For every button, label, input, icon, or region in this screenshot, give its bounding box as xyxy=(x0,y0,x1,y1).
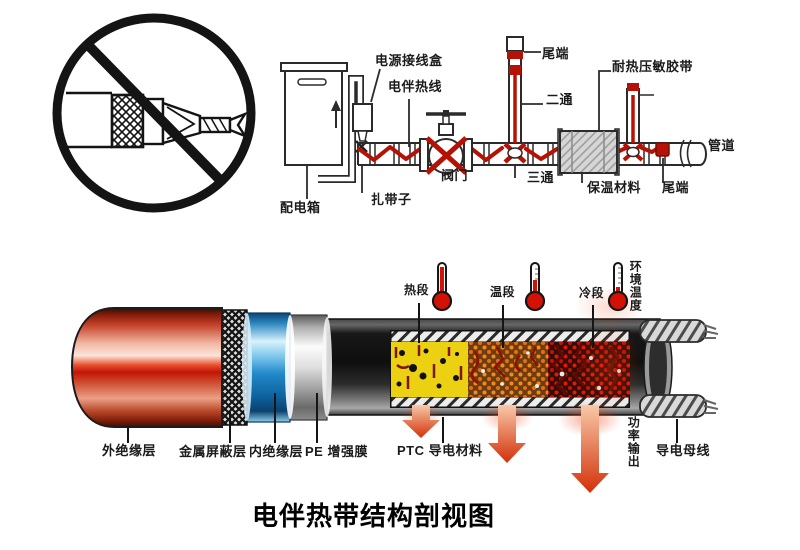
piping-leader-lines xyxy=(361,51,664,193)
label-warm-section: 温段 xyxy=(490,285,516,299)
tail-end-fitting xyxy=(655,142,670,157)
label-metal-shield: 金属屏蔽层 xyxy=(179,444,247,459)
label-pipe: 管道 xyxy=(708,138,736,153)
arrow-small xyxy=(402,405,440,438)
arrow-large xyxy=(571,405,609,493)
label-inner-insulation: 内绝缘层 xyxy=(249,444,304,459)
label-pe-film: PE 增强膜 xyxy=(305,444,368,459)
label-three-way: 三通 xyxy=(527,170,555,185)
prohibition-sign xyxy=(52,13,256,213)
label-hot-section: 热段 xyxy=(404,283,430,297)
label-heat-resistant-tape: 耐热压敏胶带 xyxy=(612,59,694,74)
label-valve: 阀门 xyxy=(441,168,469,183)
label-busbar: 导电母线 xyxy=(656,443,711,458)
riser-short xyxy=(622,83,654,162)
label-power-output: 功率输出 xyxy=(626,416,641,468)
label-two-way: 二通 xyxy=(546,92,574,107)
piping-installation-diagram xyxy=(280,36,707,199)
label-distribution-box: 配电箱 xyxy=(280,200,321,215)
cutaway-leader-lines xyxy=(127,303,678,443)
distribution-box-graphic xyxy=(280,62,348,199)
label-cable-tie: 扎带子 xyxy=(371,192,412,207)
thermometer-warm xyxy=(524,262,546,312)
power-output-arrows xyxy=(402,405,609,493)
label-insulation-material: 保温材料 xyxy=(587,180,642,195)
pe-film-layer xyxy=(289,314,332,421)
thermometer-hot xyxy=(431,262,453,312)
prohibition-circle xyxy=(52,13,256,213)
busbar-wire-bottom xyxy=(639,394,719,418)
label-ambient-temperature: 环境温度 xyxy=(628,260,643,312)
valve-graphic xyxy=(419,110,473,175)
inner-insulation-layer xyxy=(246,312,295,423)
pipe-graphic xyxy=(357,139,707,168)
ptc-core-window xyxy=(390,323,644,411)
conduit xyxy=(318,75,364,183)
outer-insulation-layer xyxy=(70,307,223,428)
label-cold-section: 冷段 xyxy=(579,286,605,300)
warm-zone xyxy=(468,342,548,397)
label-outer-insulation: 外绝缘层 xyxy=(102,443,157,458)
cable-cutaway-illustration xyxy=(70,262,719,493)
insulation-wrap-graphic xyxy=(557,128,620,176)
prohibition-bar xyxy=(84,41,225,185)
thermometer-cold xyxy=(607,262,629,312)
label-ptc-material: PTC 导电材料 xyxy=(397,443,483,458)
diagram-title: 电伴热带结构剖视图 xyxy=(252,501,496,531)
riser-two-way xyxy=(503,36,527,164)
arrow-medium xyxy=(488,405,526,463)
label-power-junction-box: 电源接线盒 xyxy=(375,53,443,68)
label-tail-end-top: 尾端 xyxy=(542,46,570,61)
label-heating-cable: 电伴热线 xyxy=(388,79,443,94)
busbar-wire-top xyxy=(639,319,719,343)
label-tail-end-right: 尾端 xyxy=(662,180,690,195)
